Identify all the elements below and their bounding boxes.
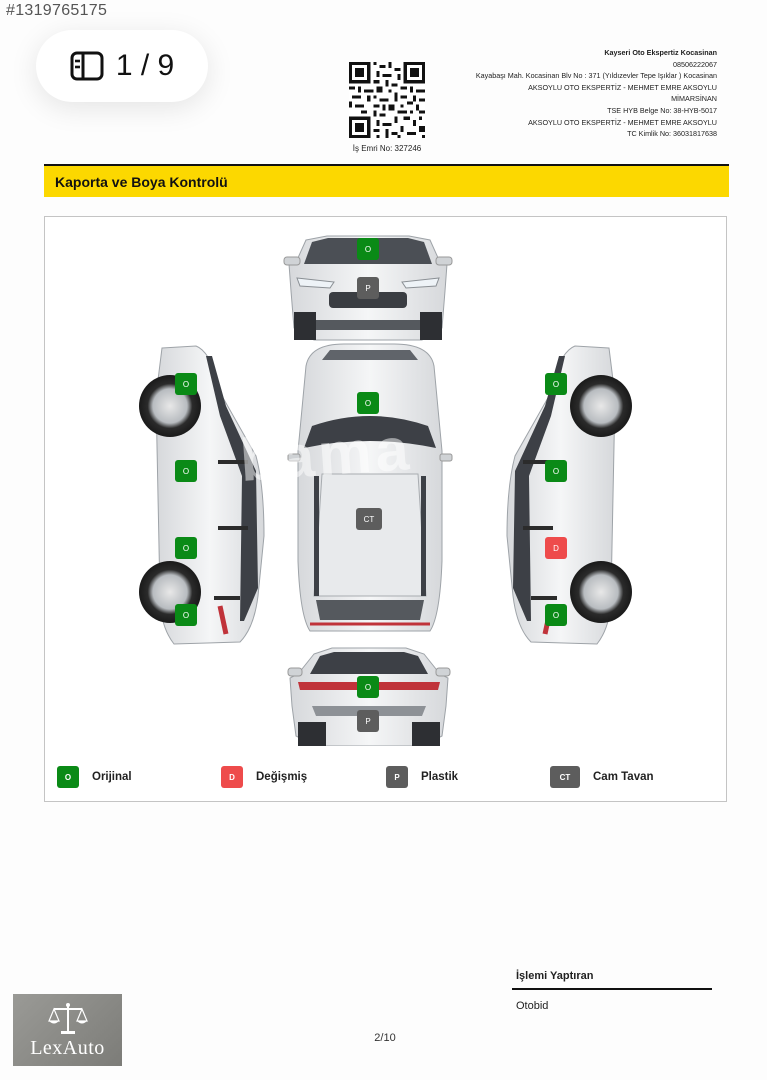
company-owner: AKSOYLU OTO EKSPERTİZ - MEHMET EMRE AKSO… xyxy=(528,82,717,92)
company-tax-id: TC Kimlik No: 36031817638 xyxy=(627,129,717,139)
badge-front-bumper: P xyxy=(357,277,379,299)
right-side-view xyxy=(506,345,632,645)
watermark: bama xyxy=(237,415,415,494)
badge-left-front-fender: O xyxy=(175,373,197,395)
legend-glass-roof: CT Cam Tavan xyxy=(550,766,654,788)
legend-original: O Orijinal xyxy=(57,766,132,788)
legend-badge-plastic: P xyxy=(386,766,408,788)
legend-badge-glass-roof: CT xyxy=(550,766,580,788)
company-certificate: TSE HYB Belge No: 38-HYB-5017 xyxy=(607,105,717,115)
badge-trunk: O xyxy=(357,676,379,698)
company-district: MİMARSİNAN xyxy=(671,94,717,104)
legend-plastic: P Plastik xyxy=(386,766,458,788)
badge-rear-bumper: P xyxy=(357,710,379,732)
company-info: Kayseri Oto Ekspertiz Kocasinan 08506222… xyxy=(427,47,717,140)
left-side-view xyxy=(139,345,265,645)
legend-label-glass-roof: Cam Tavan xyxy=(593,771,654,783)
page-number: 2/10 xyxy=(374,1032,396,1044)
badge-right-front-fender: O xyxy=(545,373,567,395)
legend-label-original: Orijinal xyxy=(92,771,132,783)
top-view xyxy=(287,343,453,632)
company-owner-repeat: AKSOYLU OTO EKSPERTİZ - MEHMET EMRE AKSO… xyxy=(528,117,717,127)
gallery-icon xyxy=(70,51,104,81)
badge-front-hood: O xyxy=(357,238,379,260)
legend-badge-original: O xyxy=(57,766,79,788)
legend-changed: D Değişmiş xyxy=(221,766,307,788)
company-name: Kayseri Oto Ekspertiz Kocasinan xyxy=(604,48,717,57)
order-number: İş Emri No: 327246 xyxy=(352,144,422,153)
legend-label-plastic: Plastik xyxy=(421,771,459,783)
badge-left-front-door: O xyxy=(175,460,197,482)
legend-badge-changed: D xyxy=(221,766,243,788)
page-counter-button[interactable]: 1 / 9 xyxy=(36,30,208,102)
car-diagram-illustration xyxy=(139,235,632,746)
section-header xyxy=(44,166,729,197)
badge-glass-roof: CT xyxy=(356,508,382,530)
badge-right-rear-door: D xyxy=(545,537,567,559)
qr-code-icon xyxy=(349,62,425,138)
scales-icon xyxy=(47,1003,88,1034)
badge-left-rear-fender: O xyxy=(175,604,197,626)
operator-label: İşlemi Yaptıran xyxy=(516,970,594,982)
section-title: Kaporta ve Boya Kontrolü xyxy=(55,174,228,190)
badge-roof: O xyxy=(357,392,379,414)
logo-text: LexAuto xyxy=(30,1037,105,1059)
lexauto-logo: LexAuto xyxy=(13,994,122,1066)
listing-id: #1319765175 xyxy=(6,2,108,19)
operator-divider xyxy=(512,988,712,990)
operator-value: Otobid xyxy=(516,1000,549,1012)
header-divider xyxy=(44,164,729,166)
company-phone: 08506222067 xyxy=(673,59,717,69)
legend-label-changed: Değişmiş xyxy=(256,771,308,783)
page-counter: 1 / 9 xyxy=(115,49,175,82)
badge-right-rear-fender: O xyxy=(545,604,567,626)
company-address: Kayabaşı Mah. Kocasinan Blv No : 371 (Yı… xyxy=(475,71,717,81)
badge-left-rear-door: O xyxy=(175,537,197,559)
badge-right-front-door: O xyxy=(545,460,567,482)
